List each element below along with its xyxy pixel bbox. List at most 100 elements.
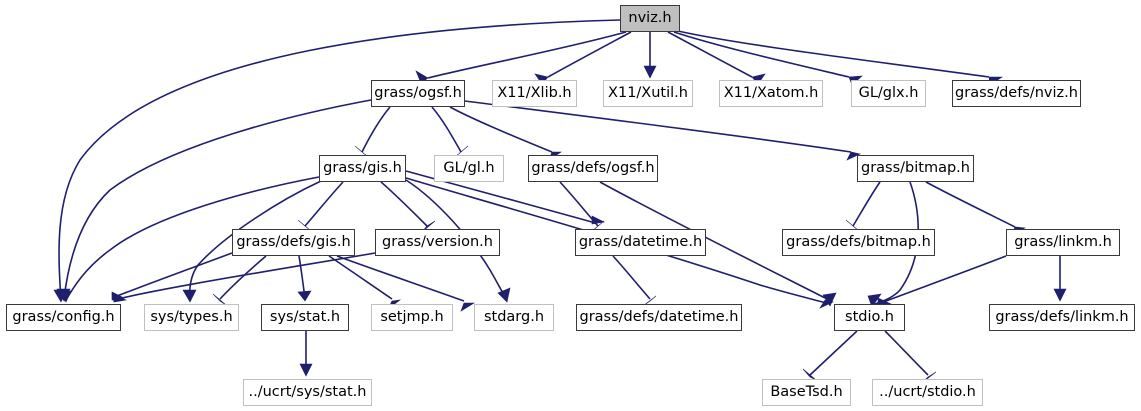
node-label-ogsf: grass/ogsf.h xyxy=(374,85,462,102)
edge-gis-to-stdarg xyxy=(405,179,508,301)
edge-ogsf-to-gis xyxy=(361,106,391,153)
node-ucrt_stdio[interactable]: ../ucrt/stdio.h xyxy=(872,379,983,406)
arrowhead-defs_ogsf-to-stdio xyxy=(819,299,834,309)
arrowhead-version-to-config xyxy=(111,293,128,303)
node-linkm[interactable]: grass/linkm.h xyxy=(1006,229,1120,256)
arrowhead-gis-to-stdarg xyxy=(497,287,511,303)
node-ucrt_sysstat[interactable]: ../ucrt/sys/stat.h xyxy=(243,379,372,406)
node-label-linkm: grass/linkm.h xyxy=(1014,234,1112,251)
node-gl[interactable]: GL/gl.h xyxy=(434,155,504,182)
edge-stdio-to-basetsd xyxy=(809,330,858,376)
node-label-defs_nviz: grass/defs/nviz.h xyxy=(955,85,1078,102)
edge-ogsf-to-bitmap xyxy=(464,100,852,153)
node-label-gl: GL/gl.h xyxy=(443,160,495,177)
node-xlib[interactable]: X11/Xlib.h xyxy=(492,80,577,107)
node-datetime[interactable]: grass/datetime.h xyxy=(575,229,706,256)
edge-gis-to-datetime xyxy=(405,170,593,223)
node-defs_datetime[interactable]: grass/defs/datetime.h xyxy=(576,304,742,331)
node-xatom[interactable]: X11/Xatom.h xyxy=(719,80,823,107)
arrowhead-bitmap-to-defs_bitmap xyxy=(845,219,860,232)
node-bitmap[interactable]: grass/bitmap.h xyxy=(857,155,974,182)
node-label-stdarg: stdarg.h xyxy=(483,309,545,326)
node-label-xatom: X11/Xatom.h xyxy=(723,85,819,102)
arrowhead-linkm-to-defs_linkm xyxy=(1053,288,1067,302)
edge-linkm-to-stdio xyxy=(877,255,1007,305)
arrowhead-bitmap-to-stdio xyxy=(867,293,882,308)
node-label-version: grass/version.h xyxy=(382,234,493,251)
node-label-config: grass/config.h xyxy=(12,309,115,326)
node-label-xutil: X11/Xutil.h xyxy=(608,85,688,102)
node-label-systypes: sys/types.h xyxy=(150,309,233,326)
node-gis[interactable]: grass/gis.h xyxy=(319,155,406,182)
node-label-sysstat: sys/stat.h xyxy=(269,309,341,326)
arrowhead-gis-to-defs_gis xyxy=(297,219,312,232)
node-label-defs_linkm: grass/defs/linkm.h xyxy=(995,309,1129,326)
edge-defs_gis-to-stdarg xyxy=(336,255,465,302)
node-defs_bitmap[interactable]: grass/defs/bitmap.h xyxy=(782,229,935,256)
arrowhead-ogsf-to-bitmap xyxy=(846,151,861,161)
node-ogsf[interactable]: grass/ogsf.h xyxy=(371,80,465,107)
edge-gis-to-stdio xyxy=(405,177,831,305)
node-label-xlib: X11/Xlib.h xyxy=(497,85,572,102)
arrowhead-datetime-to-defs_datetime xyxy=(642,295,657,307)
node-xutil[interactable]: X11/Xutil.h xyxy=(603,80,693,107)
edge-defs_ogsf-to-stdio xyxy=(599,181,826,299)
node-label-ucrt_sysstat: ../ucrt/sys/stat.h xyxy=(248,384,367,401)
node-label-stdio: stdio.h xyxy=(845,309,894,326)
node-label-defs_bitmap: grass/defs/bitmap.h xyxy=(786,234,931,251)
edge-nviz-to-config xyxy=(58,19,621,301)
edge-ogsf-to-defs_ogsf xyxy=(449,106,553,153)
node-sysstat[interactable]: sys/stat.h xyxy=(261,304,349,331)
node-label-bitmap: grass/bitmap.h xyxy=(861,160,970,177)
edge-nviz-to-defs_nviz xyxy=(677,30,990,78)
arrowhead-ogsf-to-gis xyxy=(354,145,369,158)
node-label-datetime: grass/datetime.h xyxy=(578,234,703,251)
edge-gis-to-config xyxy=(65,176,320,301)
edge-ogsf-to-config xyxy=(63,99,372,300)
arrowhead-gis-to-config xyxy=(57,290,72,303)
edge-datetime-to-defs_datetime xyxy=(612,255,651,300)
node-stdarg[interactable]: stdarg.h xyxy=(474,304,554,331)
node-defs_ogsf[interactable]: grass/defs/ogsf.h xyxy=(528,155,658,182)
arrowhead-sysstat-to-ucrt_sysstat xyxy=(299,363,313,377)
node-label-setjmp: setjmp.h xyxy=(380,309,444,326)
node-label-defs_ogsf: grass/defs/ogsf.h xyxy=(531,160,655,177)
node-defs_nviz[interactable]: grass/defs/nviz.h xyxy=(952,80,1081,107)
node-systypes[interactable]: sys/types.h xyxy=(144,304,239,331)
edge-defs_gis-to-config xyxy=(111,252,233,299)
arrowhead-nviz-to-xutil xyxy=(643,65,657,79)
node-label-defs_gis: grass/defs/gis.h xyxy=(236,234,351,251)
edge-ogsf-to-gl xyxy=(431,106,462,153)
edge-nviz-to-ogsf xyxy=(427,31,627,79)
node-stdio[interactable]: stdio.h xyxy=(834,304,905,331)
edge-stdio-to-ucrt_stdio xyxy=(884,330,929,376)
edge-bitmap-to-defs_bitmap xyxy=(852,181,881,227)
edge-nviz-to-xatom xyxy=(667,31,753,78)
node-nviz[interactable]: nviz.h xyxy=(620,5,680,32)
edge-defs_ogsf-to-datetime xyxy=(559,181,599,227)
node-defs_gis[interactable]: grass/defs/gis.h xyxy=(232,229,355,256)
arrowhead-gis-to-systypes xyxy=(182,289,197,303)
edge-nviz-to-glx xyxy=(673,31,850,78)
arrowhead-stdio-to-basetsd xyxy=(802,368,817,381)
node-label-gis: grass/gis.h xyxy=(323,160,402,177)
node-label-basetsd: BaseTsd.h xyxy=(770,384,843,401)
arrowhead-defs_gis-to-systypes xyxy=(212,293,227,306)
arrowhead-ogsf-to-gl xyxy=(454,145,469,158)
edge-gis-to-systypes xyxy=(188,180,322,301)
node-label-nviz: nviz.h xyxy=(628,10,672,27)
node-defs_linkm[interactable]: grass/defs/linkm.h xyxy=(989,304,1135,331)
node-config[interactable]: grass/config.h xyxy=(6,304,121,331)
node-label-defs_datetime: grass/defs/datetime.h xyxy=(579,309,739,326)
edge-bitmap-to-linkm xyxy=(925,181,1016,228)
edge-defs_gis-to-setjmp xyxy=(328,255,393,300)
node-glx[interactable]: GL/glx.h xyxy=(851,80,926,107)
edge-gis-to-version xyxy=(380,181,428,227)
edge-gis-to-defs_gis xyxy=(304,181,344,227)
node-version[interactable]: grass/version.h xyxy=(375,229,500,256)
node-setjmp[interactable]: setjmp.h xyxy=(371,304,453,331)
node-basetsd[interactable]: BaseTsd.h xyxy=(762,379,851,406)
node-label-glx: GL/glx.h xyxy=(858,85,919,102)
arrowhead-defs_gis-to-stdarg xyxy=(460,302,476,312)
